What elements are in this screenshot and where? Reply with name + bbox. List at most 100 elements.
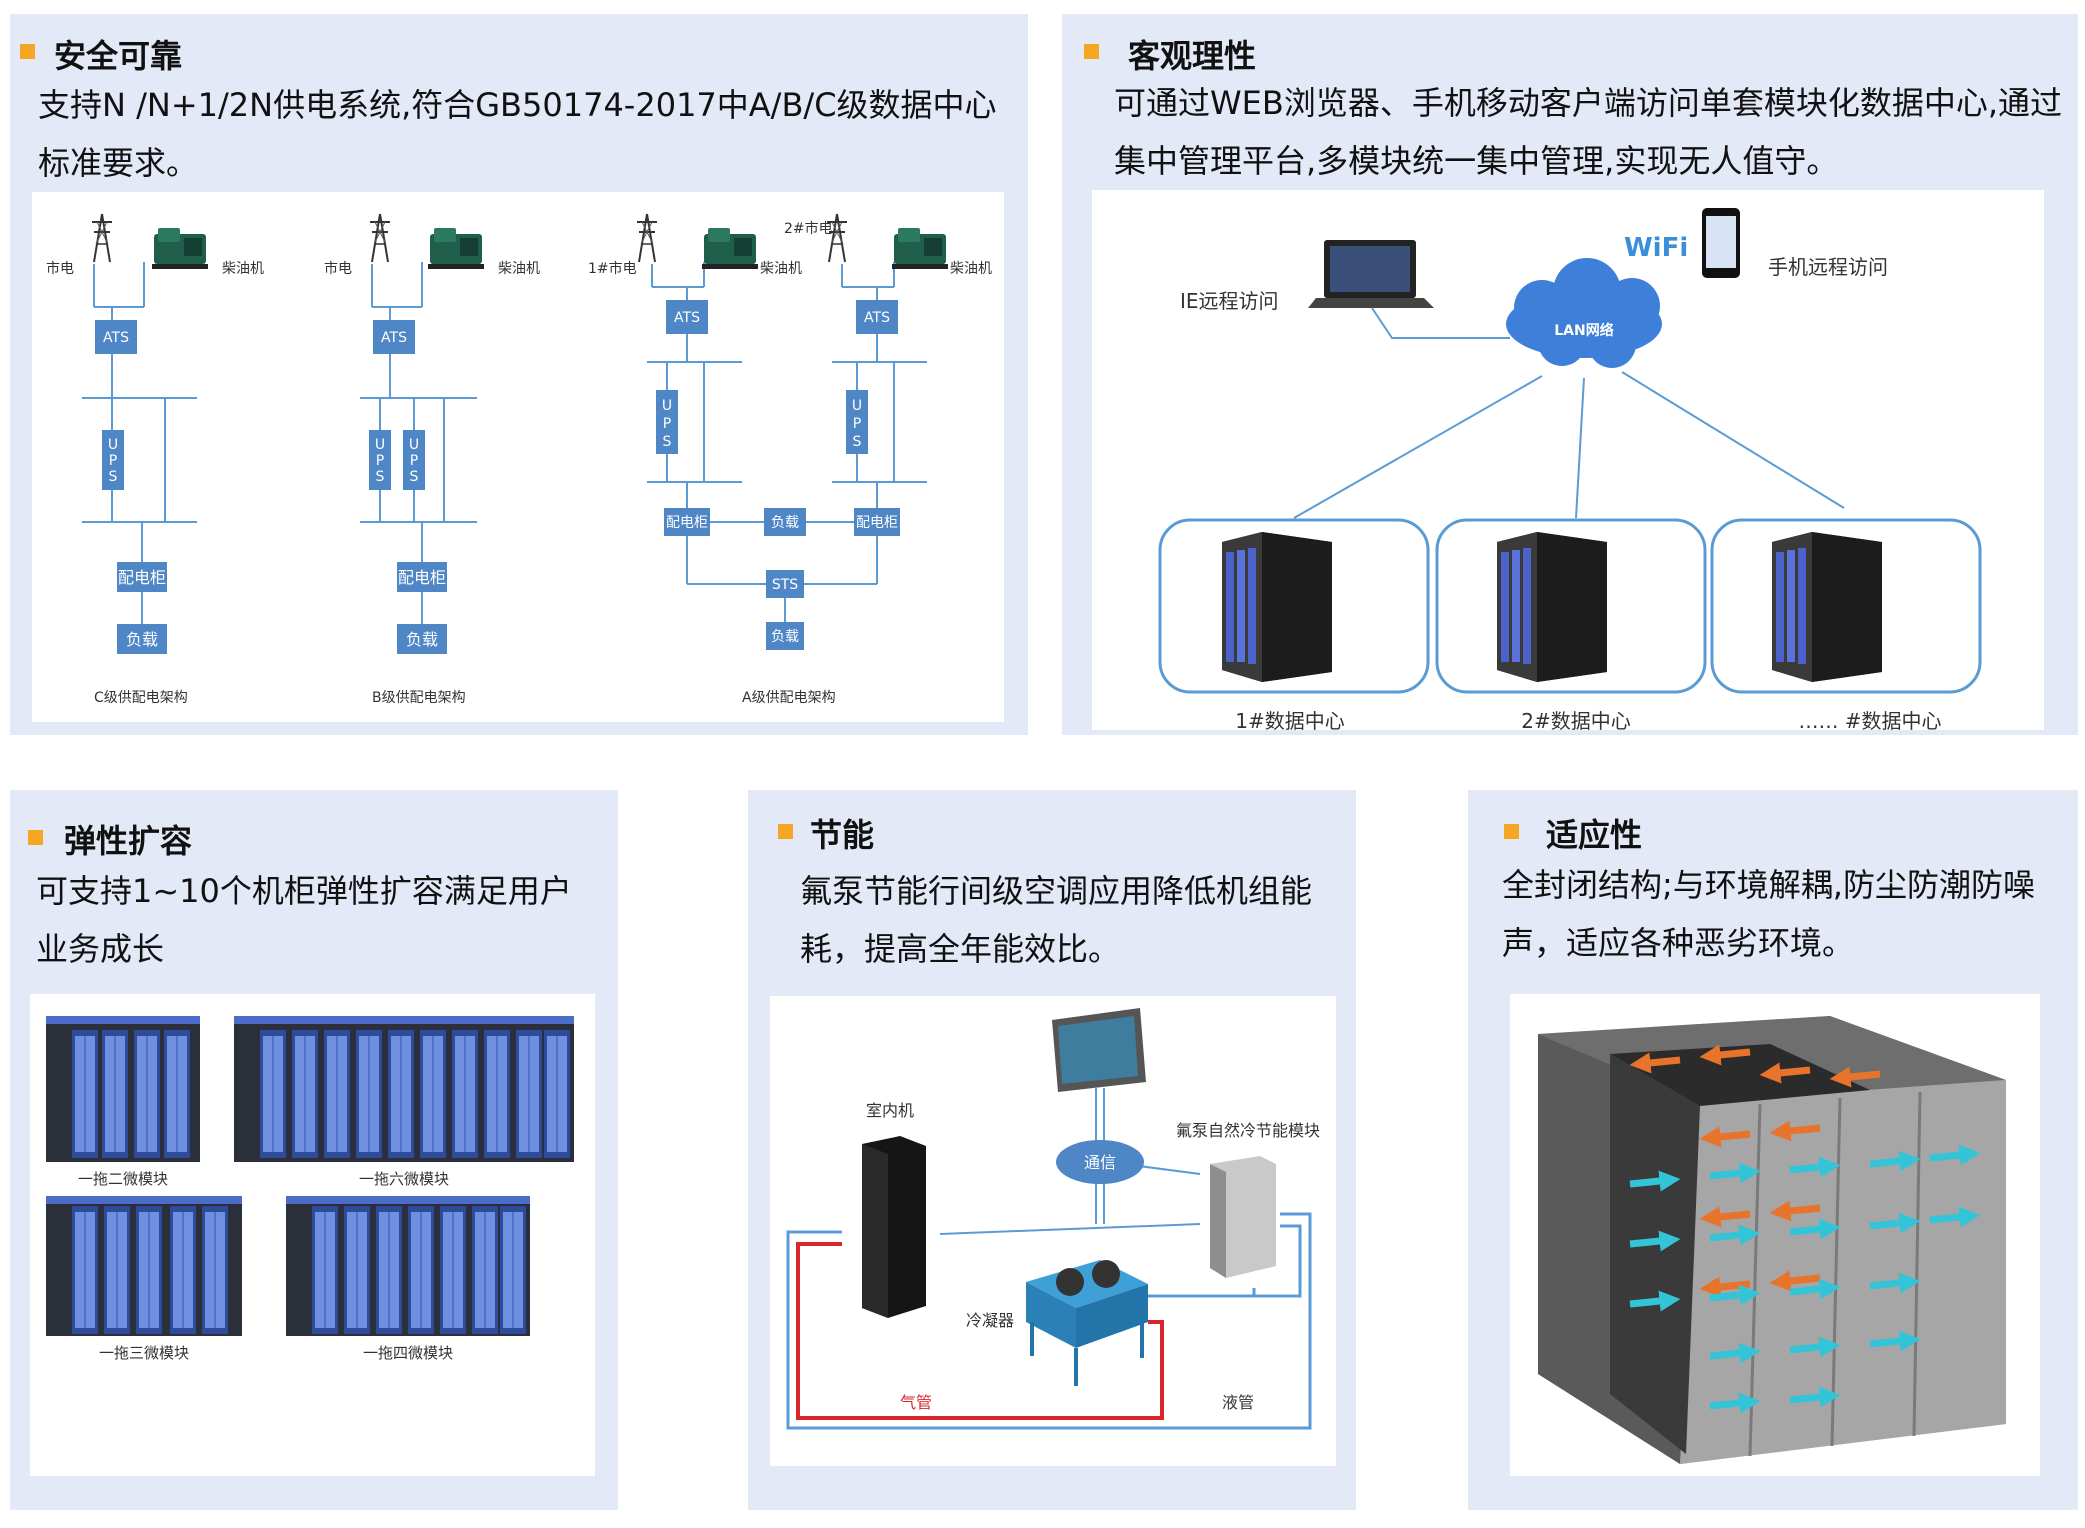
datacenter-rack-icon	[1222, 532, 1332, 682]
panel-energy: 节能 氟泵节能行间级空调应用降低机组能耗，提高全年能效比。 通信 室内机	[748, 790, 1356, 1510]
ups-letter: P	[663, 416, 671, 432]
cabinet-label: 配电柜	[118, 568, 166, 587]
ups-letter: U	[375, 437, 385, 453]
mobile-remote-label: 手机远程访问	[1768, 255, 1888, 279]
datacenter-frame	[1435, 518, 1707, 694]
bullet-square-icon	[28, 830, 43, 845]
load-label: 负载	[771, 515, 799, 531]
module-1x4-figure	[286, 1196, 530, 1336]
condenser-icon	[1026, 1260, 1148, 1386]
panel-description: 氟泵节能行间级空调应用降低机组能耗，提高全年能效比。	[800, 872, 1313, 968]
remote-management-diagram: WiFi LAN网络 IE远程访问 手机远程访问	[1092, 190, 2044, 730]
city-power-2-label: 2#市电	[784, 220, 833, 237]
load-label: 负载	[126, 630, 158, 649]
panel-title: 客观理性	[1128, 37, 1257, 75]
ups-letter: U	[662, 398, 672, 414]
module-1x3-caption: 一拖三微模块	[99, 1344, 189, 1362]
wifi-icon: WiFi	[1624, 233, 1688, 263]
phone-icon	[1702, 208, 1740, 278]
a-arch-caption: A级供配电架构	[742, 690, 836, 706]
panel-title: 安全可靠	[54, 37, 183, 75]
ups-letter: P	[853, 416, 861, 432]
power-architecture-svg: ATS ATS ATS ATS U P S U P S U P S U P S …	[46, 213, 992, 706]
condenser-label: 冷凝器	[966, 1311, 1014, 1330]
fluorine-pump-svg: 通信 室内机 氟泵自然冷节能模块	[786, 1008, 1320, 1430]
panel-safety: 安全可靠 支持N /N+1/2N供电系统,符合GB50174-2017中A/B/…	[10, 14, 1028, 735]
diesel-label: 柴油机	[950, 261, 992, 277]
panel-title: 适应性	[1546, 816, 1643, 854]
monitor-screen-icon	[1052, 1008, 1146, 1092]
bullet-square-icon	[1084, 44, 1099, 59]
ups-letter: S	[663, 434, 672, 450]
bullet-square-icon	[778, 824, 793, 839]
bullet-square-icon	[20, 44, 35, 59]
ups-letter: U	[409, 437, 419, 453]
module-1x3-figure	[46, 1196, 242, 1336]
sealed-enclosure-figure	[1510, 994, 2040, 1476]
ups-letter: U	[852, 398, 862, 414]
gas-pipe-label: 气管	[900, 1393, 932, 1412]
datacenter-frame	[1710, 518, 1982, 694]
city-power-1-label: 1#市电	[588, 260, 637, 277]
laptop-icon	[1308, 240, 1434, 308]
ups-letter: S	[853, 434, 862, 450]
panel-title: 弹性扩容	[64, 822, 193, 860]
sealed-enclosure-svg	[1538, 1016, 2006, 1464]
ats-label: ATS	[103, 330, 129, 346]
load-label: 负载	[406, 630, 438, 649]
comm-ellipse	[1056, 1140, 1144, 1184]
panel-description: 可支持1~10个机柜弹性扩容满足用户业务成长	[36, 872, 572, 968]
ups-letter: S	[109, 469, 118, 485]
panel-description: 支持N /N+1/2N供电系统,符合GB50174-2017中A/B/C级数据中…	[38, 86, 997, 182]
dc2-label: 2#数据中心	[1521, 709, 1630, 730]
ats-label: ATS	[674, 310, 700, 326]
cabinet-label: 配电柜	[666, 515, 708, 531]
ups-letter: S	[410, 469, 419, 485]
lan-cloud-icon	[1506, 258, 1662, 368]
dcn-label: …… #数据中心	[1798, 709, 1941, 730]
datacenter-rack-icon	[1772, 532, 1882, 682]
module-1x6-figure	[234, 1016, 574, 1162]
panel-manage: 客观理性 可通过WEB浏览器、手机移动客户端访问单套模块化数据中心,通过集中管理…	[1062, 14, 2078, 735]
module-1x2-caption: 一拖二微模块	[78, 1170, 168, 1188]
remote-management-svg: WiFi LAN网络 IE远程访问 手机远程访问	[1158, 208, 1982, 730]
cabinet-label: 配电柜	[856, 515, 898, 531]
panel-description: 全封闭结构;与环境解耦,防尘防潮防噪声，适应各种恶劣环境。	[1502, 866, 2035, 962]
ups-letter: S	[376, 469, 385, 485]
panel-expand: 弹性扩容 可支持1~10个机柜弹性扩容满足用户业务成长	[10, 790, 618, 1510]
diesel-label: 柴油机	[498, 261, 540, 277]
module-1x2-figure	[46, 1016, 200, 1162]
pump-module-label: 氟泵自然冷节能模块	[1176, 1121, 1320, 1140]
city-power-label: 市电	[324, 260, 352, 277]
dc1-label: 1#数据中心	[1235, 709, 1344, 730]
c-arch-caption: C级供配电架构	[94, 690, 188, 706]
cabinet-label: 配电柜	[398, 568, 446, 587]
cool-air-arrows	[1629, 1144, 1981, 1414]
diesel-label: 柴油机	[760, 261, 802, 277]
ups-letter: P	[109, 453, 117, 469]
liquid-pipe-label: 液管	[1222, 1393, 1254, 1412]
pump-module-icon	[1210, 1156, 1276, 1278]
ats-label: ATS	[381, 330, 407, 346]
power-architecture-diagram: ATS ATS ATS ATS U P S U P S U P S U P S …	[32, 192, 1004, 722]
city-power-label: 市电	[46, 260, 74, 277]
ups-letter: U	[108, 437, 118, 453]
datacenter-frame	[1158, 518, 1430, 694]
lan-label: LAN网络	[1554, 322, 1613, 339]
module-1x4-caption: 一拖四微模块	[363, 1344, 453, 1362]
indoor-unit-label: 室内机	[866, 1101, 914, 1120]
panel-description: 可通过WEB浏览器、手机移动客户端访问单套模块化数据中心,通过集中管理平台,多模…	[1114, 84, 2062, 180]
bullet-square-icon	[1504, 824, 1519, 839]
expansion-modules-svg: 一拖二微模块 一拖六微模块 一拖三微模块 一拖四微模块	[46, 1016, 574, 1362]
ups-letter: P	[376, 453, 384, 469]
ats-label: ATS	[864, 310, 890, 326]
panel-adapt: 适应性 全封闭结构;与环境解耦,防尘防潮防噪声，适应各种恶劣环境。	[1468, 790, 2078, 1510]
panel-title: 节能	[810, 816, 875, 854]
ups-letter: P	[410, 453, 418, 469]
module-1x6-caption: 一拖六微模块	[359, 1170, 449, 1188]
datacenter-rack-icon	[1497, 532, 1607, 682]
b-arch-caption: B级供配电架构	[372, 690, 466, 706]
ie-remote-label: IE远程访问	[1180, 289, 1279, 313]
fluorine-pump-diagram: 通信 室内机 氟泵自然冷节能模块	[770, 996, 1336, 1466]
indoor-unit-icon	[862, 1136, 926, 1318]
